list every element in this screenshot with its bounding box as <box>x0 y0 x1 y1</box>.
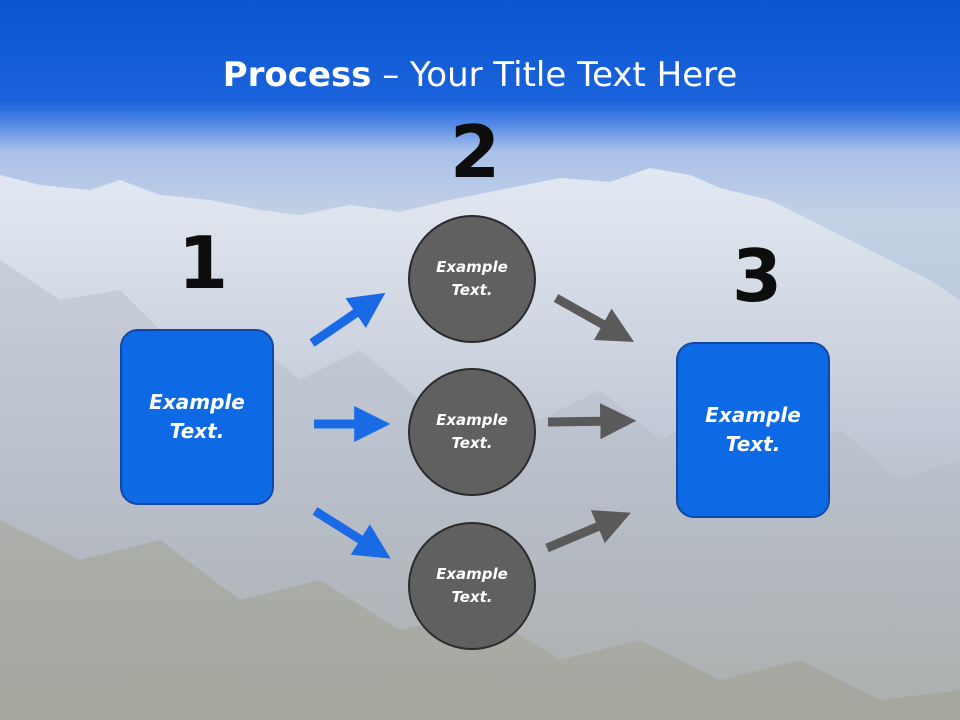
step-number-1: 1 <box>178 221 229 305</box>
step-number-3: 3 <box>732 234 783 318</box>
step-1-label: Example Text. <box>149 390 245 443</box>
step-2-label-bottom: Example Text. <box>436 565 508 606</box>
step-3-label: Example Text. <box>705 403 801 456</box>
step-2-circle-bottom: Example Text. <box>408 522 536 650</box>
step-2-circle-top: Example Text. <box>408 215 536 343</box>
step-2-label-top: Example Text. <box>436 258 508 299</box>
gray-arrow-up-right-icon <box>545 510 631 553</box>
blue-arrow-down-right-icon <box>312 507 391 559</box>
title-bold: Process <box>222 55 372 95</box>
step-1-box: Example Text. <box>120 329 274 505</box>
title-rest: – Your Title Text Here <box>371 55 738 95</box>
step-2-label-middle: Example Text. <box>436 411 508 452</box>
blue-arrow-up-right-icon <box>309 292 386 347</box>
gray-arrow-right-icon <box>547 403 637 440</box>
gray-arrow-down-right-icon <box>553 294 635 342</box>
step-number-2: 2 <box>450 110 501 194</box>
step-3-box: Example Text. <box>676 342 830 518</box>
step-2-circle-middle: Example Text. <box>408 368 536 496</box>
slide-title: Process – Your Title Text Here <box>0 55 960 95</box>
